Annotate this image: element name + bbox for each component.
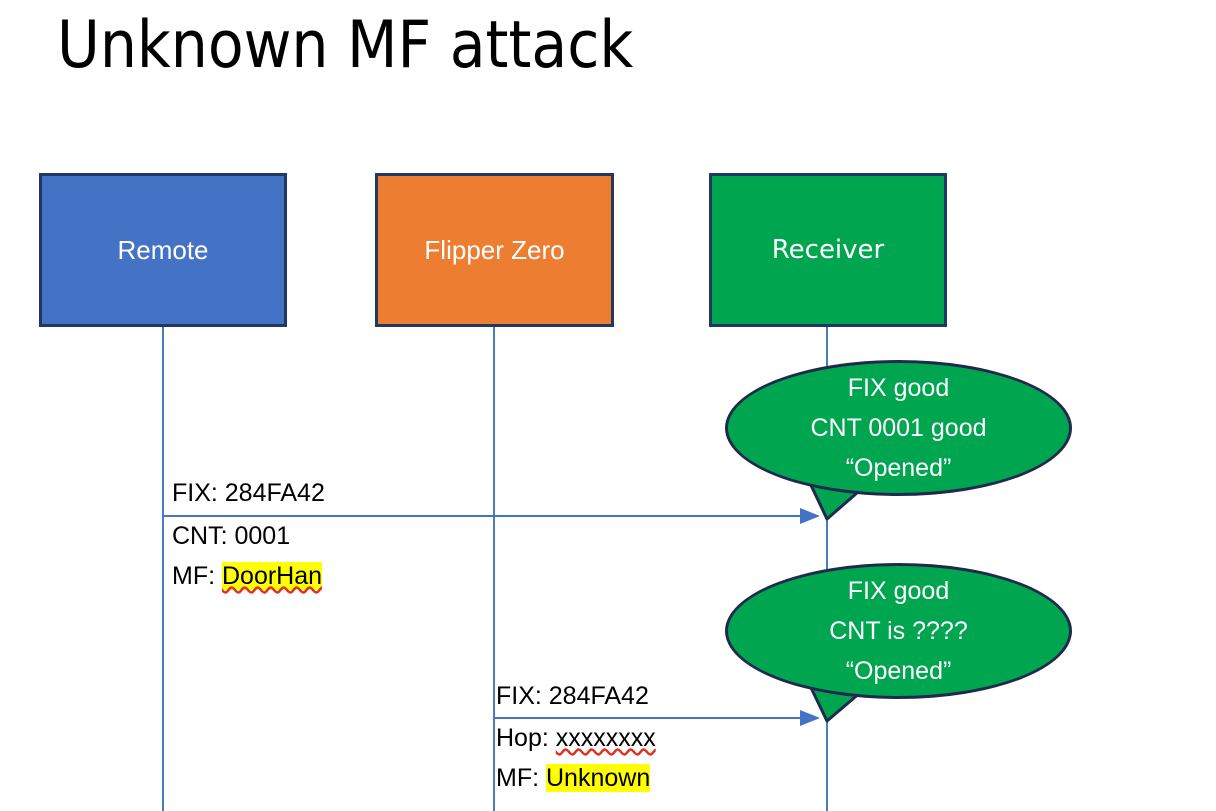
message-2-line-3-prefix: MF: <box>496 764 546 792</box>
message-1-mf-value: DoorHan <box>222 562 323 590</box>
message-1-line-1: FIX: 284FA42 <box>172 473 325 513</box>
page-title: Unknown MF attack <box>57 8 634 83</box>
speech-bubble-1[interactable]: FIX good CNT 0001 good “Opened” <box>725 360 1072 496</box>
actor-label-remote: Remote <box>117 235 209 265</box>
actor-box-receiver[interactable]: Receiver <box>709 173 947 327</box>
message-2-line-3: MF: Unknown <box>496 758 651 798</box>
message-1-line-2: CNT: 0001 <box>172 516 290 556</box>
message-2-hop-value: xxxxxxxx <box>555 724 656 752</box>
message-2-mf-value: Unknown <box>546 764 651 792</box>
actor-box-remote[interactable]: Remote <box>39 173 287 327</box>
actor-box-flipper[interactable]: Flipper Zero <box>375 173 614 327</box>
message-2-line-2-prefix: Hop: <box>496 724 556 752</box>
bubble-1-line-2: CNT 0001 good <box>810 414 987 442</box>
bubble-2-line-3: “Opened” <box>845 657 952 685</box>
message-1-line-3-prefix: MF: <box>172 562 222 590</box>
actor-label-flipper: Flipper Zero <box>424 235 565 265</box>
message-2-line-1-text: FIX: 284FA42 <box>496 682 649 710</box>
bubble-2-line-2: CNT is ???? <box>829 617 968 645</box>
message-2-line-2: Hop: xxxxxxxx <box>496 718 656 758</box>
message-2-line-1: FIX: 284FA42 <box>496 676 649 716</box>
message-1-line-2-text: CNT: 0001 <box>172 522 291 550</box>
message-1-line-3: MF: DoorHan <box>172 556 323 596</box>
message-1-line-1-text: FIX: 284FA42 <box>172 479 325 507</box>
bubble-2-line-1: FIX good <box>847 577 950 605</box>
bubble-1-line-1: FIX good <box>847 374 950 402</box>
bubble-1-line-3: “Opened” <box>845 454 952 482</box>
speech-bubble-2[interactable]: FIX good CNT is ???? “Opened” <box>725 563 1072 699</box>
actor-label-receiver: Receiver <box>771 235 885 265</box>
